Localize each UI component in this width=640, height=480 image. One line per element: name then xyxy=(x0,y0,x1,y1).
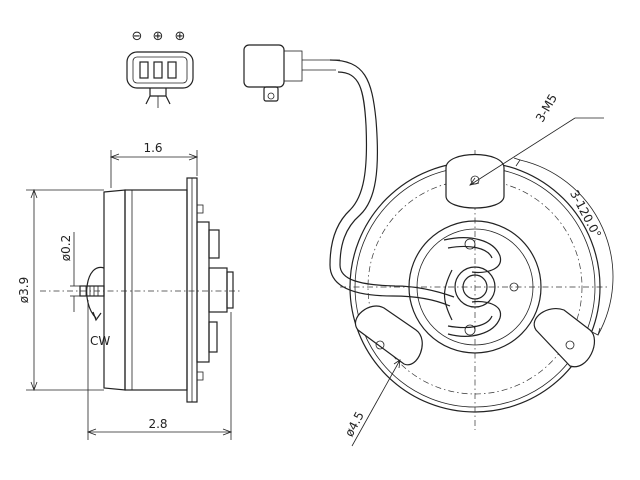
shaft-diameter-dimension: ø0.2 xyxy=(59,235,73,261)
connector-pin-symbol-3: ⊕ xyxy=(175,29,186,44)
mount-circle-dimension: ø4.5 xyxy=(342,409,367,439)
mounting-lug-left xyxy=(355,305,423,366)
connector-pin-symbol-1: ⊖ xyxy=(132,29,143,44)
mounting-lug-top xyxy=(445,153,505,209)
rotation-label: CW xyxy=(90,334,110,348)
motor-front-view: 3-M5 3-120.0° ø4.5 xyxy=(340,92,614,447)
mounting-lug-right xyxy=(533,308,595,368)
connector-face-view: ⊖ ⊕ ⊕ xyxy=(126,29,194,108)
rotation-arrow-icon xyxy=(86,266,105,319)
front-depth-dimension: 1.6 xyxy=(143,141,162,155)
motor-side-view: CW ø3.9 ø0.2 1.6 2.8 xyxy=(17,141,240,440)
overall-depth-dimension: 2.8 xyxy=(148,417,167,431)
bolt-angle-dimension: 3-120.0° xyxy=(567,188,604,241)
connector-housing xyxy=(126,51,194,89)
connector-pin-symbol-2: ⊕ xyxy=(153,29,164,44)
connector-side-view xyxy=(243,44,340,102)
bolt-spec-dimension: 3-M5 xyxy=(533,92,560,125)
body-diameter-dimension: ø3.9 xyxy=(17,277,31,303)
connector-inner-housing xyxy=(132,56,188,84)
wire-harness xyxy=(329,59,455,298)
